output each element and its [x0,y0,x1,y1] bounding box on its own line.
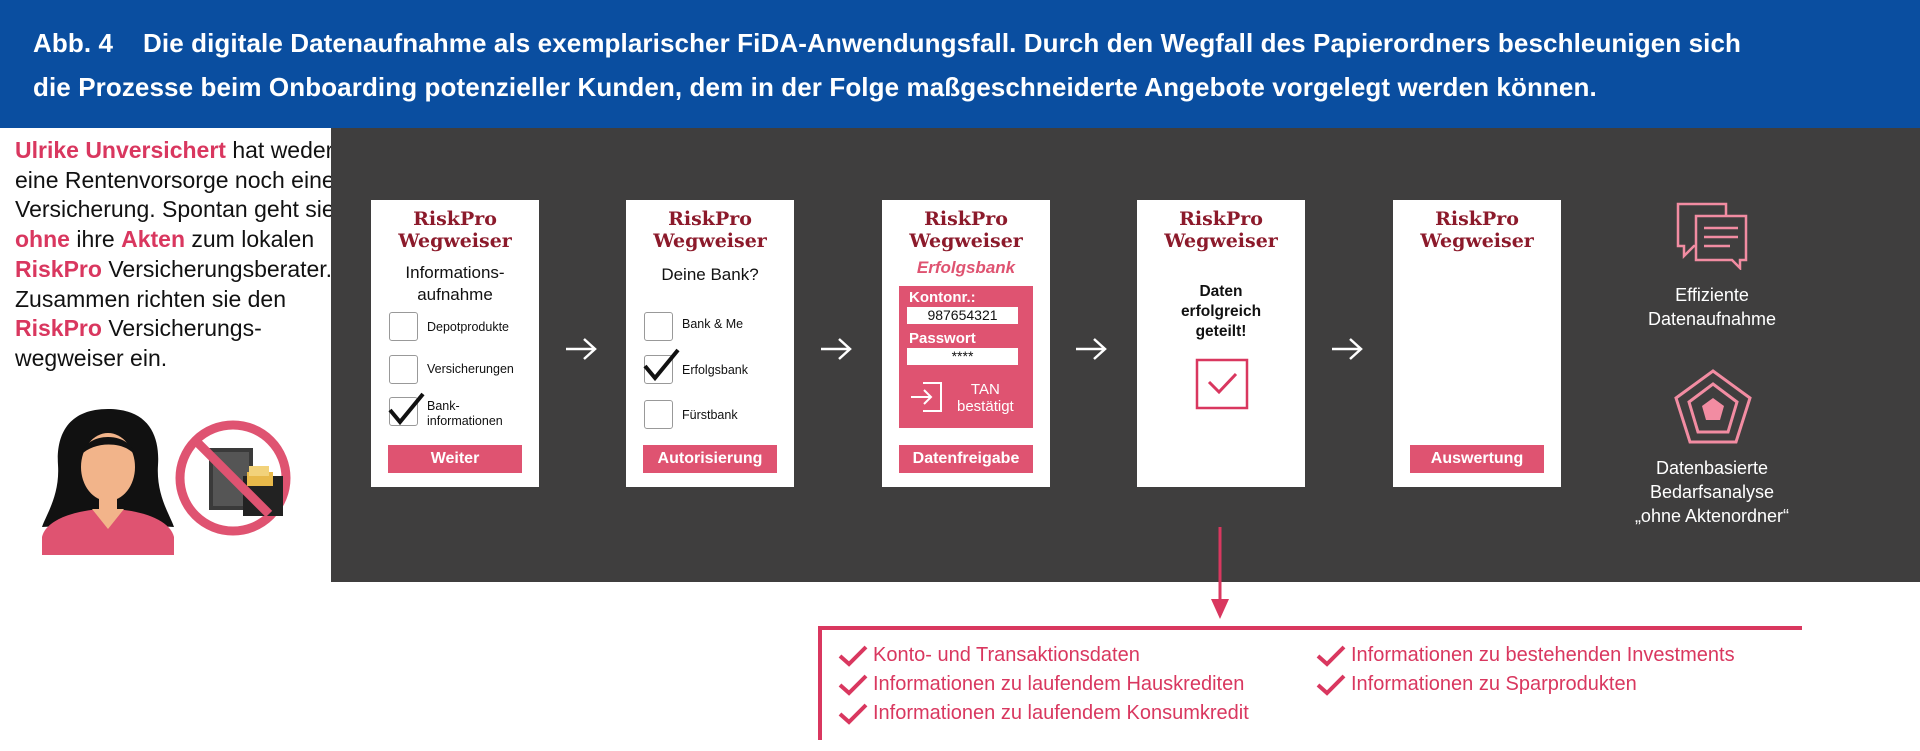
story-part: Versicherungsberater. Zusammen richten s… [15,255,333,312]
story-highlight: RiskPro [15,255,102,282]
checkbox-bankinformationen[interactable] [389,397,418,426]
chat-document-icon [1676,202,1748,270]
card-title: Deine Bank? [661,265,759,284]
checkmark-icon [838,674,868,696]
checkmark-icon [1316,645,1346,667]
check-box-icon [1195,358,1249,410]
arrow-right-icon [821,338,852,360]
story-highlight: Akten [121,226,185,253]
passwort-label: Passwort [909,330,976,347]
arrow-right-icon [1332,338,1363,360]
figure-caption: Abb. 4 Die digitale Datenaufnahme als exe… [0,0,1920,128]
woman-avatar-icon [42,409,174,555]
option-label: Bank & Me [682,317,744,331]
story-part: hat weder eine Rentenvorsorge noch eine … [15,137,335,223]
caption-text-1: Die digitale Datenaufnahme als exemplari… [143,28,1742,58]
pentagon-analysis-icon [1674,369,1752,444]
datenfreigabe-button[interactable]: Datenfreigabe [899,445,1033,473]
customer-name: Ulrike Unversichert [15,137,226,163]
checkmark-icon [388,392,425,426]
weiter-button[interactable]: Weiter [388,445,522,473]
passwort-input[interactable]: **** [907,348,1018,365]
option-label: Bank-informationen [427,399,503,428]
login-icon [911,382,942,412]
result-bracket [818,626,1802,740]
story-part: zum lokalen [185,226,315,253]
story-highlight: RiskPro [15,315,102,342]
process-panel [331,128,1920,582]
story-part: Versicherungs-wegweiser ein. [15,315,262,371]
checkbox-versicherungen[interactable] [389,355,418,384]
checkbox-fuerstbank[interactable] [644,400,673,429]
checkmark-icon [838,703,868,725]
no-files-icon [175,420,291,536]
konto-label: Kontonr.: [909,289,976,306]
story-part: ihre [69,226,122,253]
arrow-down-icon [1211,527,1229,619]
checkbox-depotprodukte[interactable] [389,312,418,341]
story-highlight: ohne [15,226,70,253]
caption-line-2: die Prozesse beim Onboarding potenzielle… [33,72,1597,102]
option-label: Fürstbank [682,408,738,422]
autorisierung-button[interactable]: Autorisierung [643,445,777,473]
option-label: Depotprodukte [427,320,510,334]
bank-name: Erfolgsbank [916,258,1016,277]
checkbox-bank-and-me[interactable] [644,312,673,341]
checkmark-icon [643,348,680,382]
option-label: Versicherungen [427,362,514,376]
checkmark-icon [838,645,868,667]
arrow-right-icon [1076,338,1107,360]
arrow-right-icon [566,338,597,360]
konto-input[interactable]: 987654321 [907,307,1018,324]
caption-line-1: Abb. 4 Die digitale Datenaufnahme als exe… [33,28,1741,59]
auswertung-button[interactable]: Auswertung [1410,445,1544,473]
story-text: Ulrike Unversichert hat weder eine Rente… [15,136,335,374]
card-title: Informations-aufnahme [405,263,505,304]
option-label: Erfolgsbank [682,363,749,377]
checkmark-icon [1316,674,1346,696]
figure-label: Abb. 4 [33,28,114,58]
